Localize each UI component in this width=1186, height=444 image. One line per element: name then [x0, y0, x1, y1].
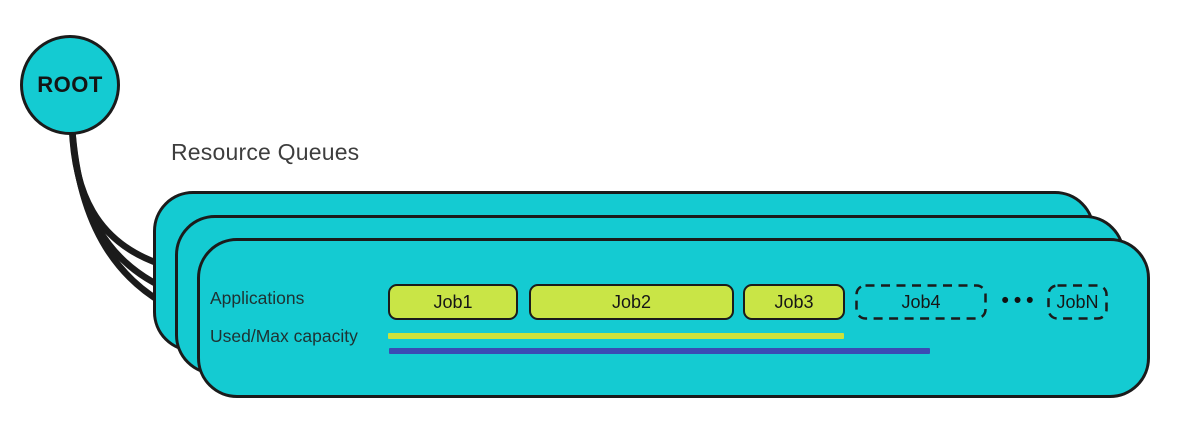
job-label: Job3 [774, 291, 814, 312]
job-box-job2: Job2 [529, 284, 734, 320]
used-max-capacity-label: Used/Max capacity [210, 326, 358, 346]
root-node: ROOT [20, 35, 120, 135]
diagram-title: Resource Queues [171, 139, 360, 165]
job-box-job3: Job3 [743, 284, 845, 320]
job-label: Job4 [901, 291, 941, 312]
root-node-label: ROOT [37, 72, 103, 97]
dashed-border [1047, 284, 1108, 320]
max-capacity-bar [389, 348, 930, 354]
used-capacity-bar [388, 333, 844, 339]
job-label: JobN [1056, 291, 1099, 312]
applications-label: Applications [210, 288, 305, 308]
more-jobs-ellipsis: ••• [1001, 289, 1039, 312]
job-box-job1: Job1 [388, 284, 518, 320]
job-box-jobN-pending: JobN [1047, 284, 1108, 320]
job-box-job4-pending: Job4 [855, 284, 987, 320]
dashed-border [855, 284, 987, 320]
job-label: Job2 [611, 291, 652, 312]
job-label: Job1 [433, 291, 473, 312]
